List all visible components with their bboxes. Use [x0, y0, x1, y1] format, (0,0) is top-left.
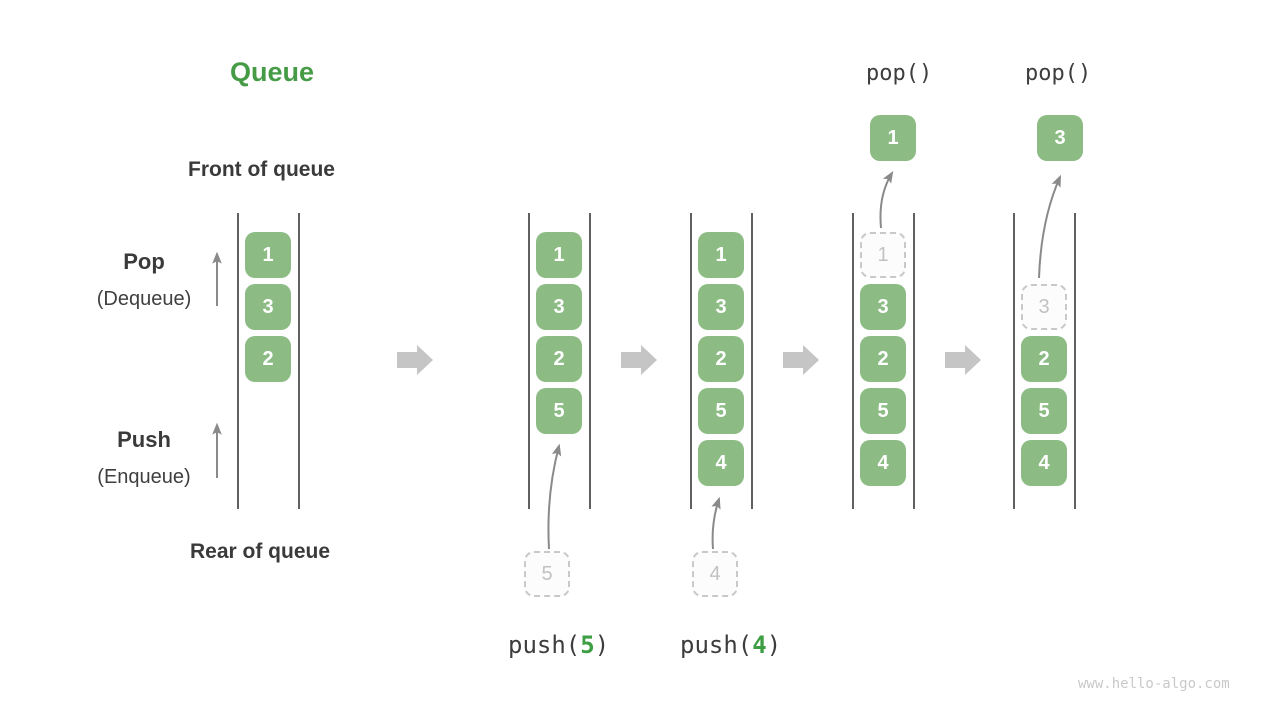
staged-value-box: 4	[692, 551, 738, 597]
queue-item: 5	[860, 388, 906, 434]
queue-wall-left	[690, 213, 692, 509]
next-state-arrow-icon	[397, 345, 433, 375]
queue-item: 3	[245, 284, 291, 330]
dequeue-direction-arrow-icon	[212, 251, 222, 306]
diagram-title: Queue	[230, 57, 315, 87]
queue-state-after-push-5: 1 3 2 5	[528, 213, 591, 509]
queue-state-after-push-4: 1 3 2 5 4	[690, 213, 753, 509]
enqueue-label: (Enqueue)	[97, 466, 191, 488]
queue-item: 1	[698, 232, 744, 278]
queue-item-removed: 3	[1021, 284, 1067, 330]
queue-item: 4	[698, 440, 744, 486]
queue-item: 2	[698, 336, 744, 382]
push-label: Push	[117, 427, 171, 452]
queue-state-after-pop-1: 1 3 2 5 4	[852, 213, 915, 509]
queue-item: 2	[536, 336, 582, 382]
queue-item: 4	[860, 440, 906, 486]
staged-value-box: 5	[524, 551, 570, 597]
pop-label: Pop	[123, 249, 165, 274]
queue-wall-right	[751, 213, 753, 509]
queue-item: 2	[860, 336, 906, 382]
push-call-label: push(5)	[508, 631, 609, 659]
push-call-post: )	[766, 631, 782, 659]
queue-item: 5	[1021, 388, 1067, 434]
push-call-arg: 5	[580, 631, 595, 659]
pop-operation-label-group: Pop (Dequeue)	[64, 249, 224, 311]
push-call-label: push(4)	[680, 631, 781, 659]
popped-value-box: 3	[1037, 115, 1083, 161]
push-call-post: )	[594, 631, 610, 659]
pop-arrow-icon	[879, 170, 894, 229]
queue-wall-right	[298, 213, 300, 509]
next-state-arrow-icon	[621, 345, 657, 375]
pop-arrow-icon	[1038, 174, 1061, 279]
push-arrow-icon	[547, 443, 562, 550]
queue-item: 5	[698, 388, 744, 434]
dequeue-label: (Dequeue)	[96, 288, 192, 310]
front-of-queue-label: Front of queue	[188, 158, 335, 181]
rear-of-queue-label: Rear of queue	[190, 540, 331, 563]
watermark: www.hello-algo.com	[1078, 676, 1230, 692]
queue-state-after-pop-3: 3 2 5 4	[1013, 213, 1076, 509]
queue-wall-right	[913, 213, 915, 509]
queue-item: 2	[245, 336, 291, 382]
queue-wall-left	[1013, 213, 1015, 509]
queue-wall-right	[1074, 213, 1076, 509]
push-operation-label-group: Push (Enqueue)	[64, 427, 224, 489]
push-call-pre: push(	[508, 631, 581, 659]
queue-item-removed: 1	[860, 232, 906, 278]
pop-call-label: pop()	[866, 61, 933, 86]
queue-item: 5	[536, 388, 582, 434]
push-call-pre: push(	[680, 631, 753, 659]
push-arrow-icon	[711, 496, 721, 550]
queue-wall-left	[852, 213, 854, 509]
next-state-arrow-icon	[945, 345, 981, 375]
queue-item: 2	[1021, 336, 1067, 382]
queue-wall-left	[528, 213, 530, 509]
queue-wall-right	[589, 213, 591, 509]
pop-call-label: pop()	[1025, 61, 1092, 86]
next-state-arrow-icon	[783, 345, 819, 375]
queue-wall-left	[237, 213, 239, 509]
queue-item: 3	[698, 284, 744, 330]
queue-item: 3	[860, 284, 906, 330]
queue-item: 1	[245, 232, 291, 278]
enqueue-direction-arrow-icon	[212, 422, 222, 478]
queue-state-initial: 1 3 2	[237, 213, 300, 509]
queue-item: 1	[536, 232, 582, 278]
push-call-arg: 4	[752, 631, 767, 659]
queue-item: 4	[1021, 440, 1067, 486]
queue-item: 3	[536, 284, 582, 330]
popped-value-box: 1	[870, 115, 916, 161]
